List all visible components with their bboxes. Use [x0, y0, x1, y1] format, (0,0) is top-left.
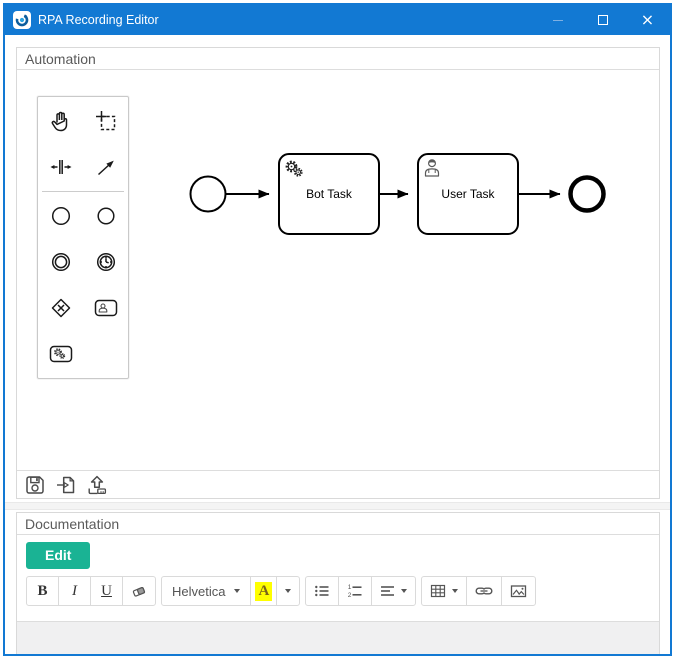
italic-button[interactable]: I: [58, 576, 91, 606]
style-button-group: B I U: [26, 576, 156, 606]
picture-button[interactable]: [501, 576, 537, 606]
automation-panel: Automation: [16, 47, 660, 499]
chevron-down-icon: [401, 589, 408, 593]
chevron-down-icon: [285, 589, 292, 593]
user-task-icon: [94, 299, 117, 317]
eraser-icon: [132, 587, 146, 597]
svg-text:1: 1: [348, 584, 352, 591]
numbered-list-icon: 1 2: [348, 584, 362, 599]
unordered-list-button[interactable]: [305, 576, 340, 606]
automation-footer: [17, 470, 659, 498]
chevron-down-icon: [452, 589, 459, 593]
list-button-group: 1 2: [305, 576, 417, 606]
bot-task-label: Bot Task: [306, 187, 353, 201]
person-icon: [424, 159, 440, 177]
export-button[interactable]: [86, 474, 108, 496]
global-connect-tool[interactable]: [83, 144, 128, 190]
title-bar[interactable]: RPA Recording Editor ×: [5, 5, 670, 35]
create-bot-task[interactable]: [38, 331, 83, 377]
edit-button[interactable]: Edit: [26, 542, 91, 569]
hand-icon: [51, 111, 67, 132]
close-button[interactable]: ×: [625, 5, 670, 35]
bpmn-palette: [37, 96, 129, 379]
timer-event-icon: [96, 252, 115, 272]
table-icon: [431, 584, 446, 598]
richtext-toolbar: B I U Helvetica: [26, 576, 659, 606]
minimize-icon: [552, 19, 563, 21]
save-button[interactable]: [24, 474, 46, 496]
clear-format-button[interactable]: [122, 576, 156, 606]
gears-icon: [285, 160, 303, 177]
panel-splitter[interactable]: [5, 502, 670, 510]
link-icon: [475, 587, 493, 595]
italic-icon: I: [72, 582, 77, 599]
palette-separator: [42, 191, 124, 192]
documentation-panel: Documentation Edit B I U Hel: [16, 512, 660, 654]
user-task-label: User Task: [441, 187, 495, 201]
start-event-icon: [51, 206, 70, 226]
lasso-tool[interactable]: [83, 98, 128, 144]
bpmn-canvas[interactable]: Bot Task User Task: [17, 71, 659, 470]
exclusive-gateway-icon: [51, 298, 70, 318]
link-button[interactable]: [466, 576, 503, 606]
export-icon: [88, 475, 107, 494]
picture-icon: [511, 585, 527, 598]
bullet-list-icon: [315, 585, 329, 597]
import-button[interactable]: [55, 474, 77, 496]
app-logo-icon: [13, 11, 31, 29]
user-task-node[interactable]: User Task: [417, 153, 519, 235]
create-exclusive-gateway[interactable]: [38, 285, 83, 331]
font-family-value: Helvetica: [172, 583, 226, 599]
bot-task-node[interactable]: Bot Task: [278, 153, 380, 235]
create-start-event[interactable]: [38, 193, 83, 239]
paragraph-align-dropdown[interactable]: [371, 576, 417, 606]
connect-arrow-icon: [97, 160, 114, 176]
align-left-icon: [381, 586, 395, 596]
intermediate-event-icon: [51, 252, 70, 272]
chevron-down-icon: [234, 589, 241, 593]
bpmn-diagram: Bot Task User Task: [189, 153, 606, 235]
ordered-list-button[interactable]: 1 2: [338, 576, 373, 606]
bot-task-icon: [49, 345, 72, 363]
end-event-icon: [96, 207, 115, 225]
save-icon: [26, 475, 44, 494]
close-icon: ×: [640, 10, 655, 29]
minimize-button[interactable]: [535, 5, 580, 35]
table-dropdown[interactable]: [421, 576, 468, 606]
import-icon: [57, 476, 75, 493]
create-timer-event[interactable]: [83, 239, 128, 285]
space-tool-icon: [50, 160, 71, 174]
lasso-icon: [95, 111, 115, 131]
insert-button-group: [421, 576, 537, 606]
start-event-node[interactable]: [189, 175, 227, 213]
documentation-panel-title: Documentation: [17, 513, 659, 535]
bold-icon: B: [37, 582, 48, 599]
create-end-event[interactable]: [83, 193, 128, 239]
documentation-editor-area[interactable]: [17, 621, 659, 654]
window-title: RPA Recording Editor: [38, 13, 159, 27]
create-user-task[interactable]: [83, 285, 128, 331]
font-color-icon: A: [255, 581, 273, 601]
underline-icon: U: [101, 582, 112, 599]
underline-button[interactable]: U: [90, 576, 123, 606]
rpa-recording-editor-window: RPA Recording Editor × Automation: [3, 3, 672, 656]
highlight-color-button[interactable]: A: [250, 576, 278, 606]
font-family-dropdown[interactable]: Helvetica: [161, 576, 252, 606]
create-intermediate-event[interactable]: [38, 239, 83, 285]
bold-button[interactable]: B: [26, 576, 59, 606]
automation-panel-title: Automation: [17, 48, 659, 70]
hand-tool[interactable]: [38, 98, 83, 144]
end-event-node[interactable]: [568, 175, 606, 213]
maximize-button[interactable]: [580, 5, 625, 35]
svg-text:2: 2: [348, 592, 352, 599]
maximize-icon: [597, 15, 608, 25]
font-button-group: Helvetica A: [161, 576, 301, 606]
space-tool[interactable]: [38, 144, 83, 190]
color-dropdown-button[interactable]: [276, 576, 301, 606]
